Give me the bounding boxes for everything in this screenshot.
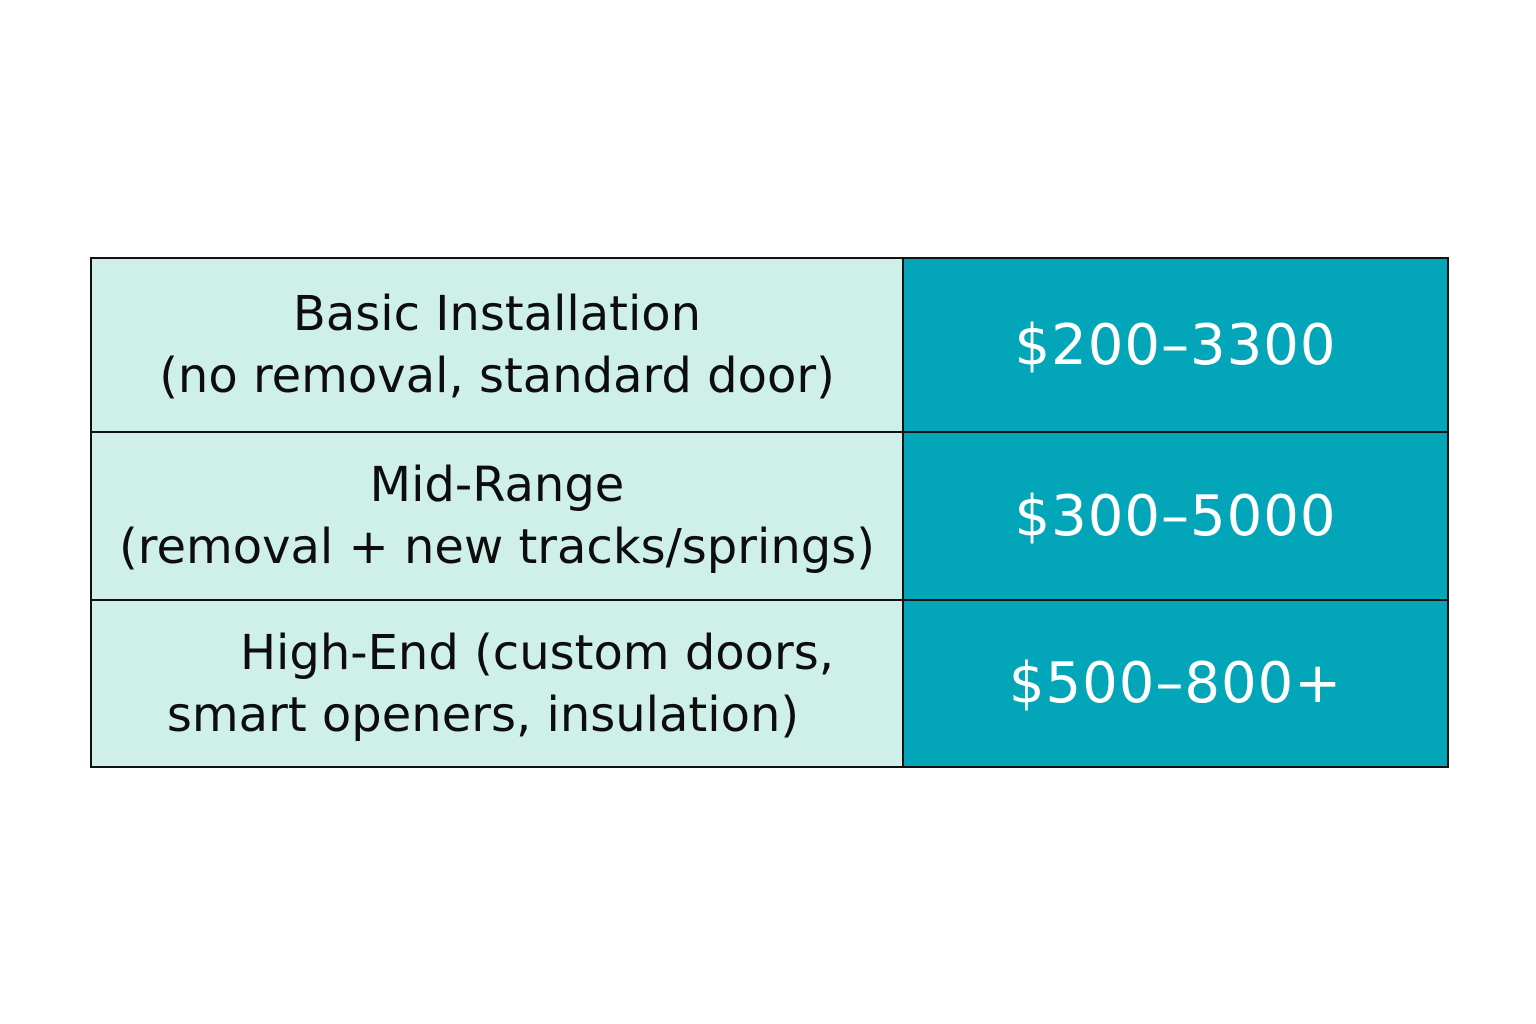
tier-name: Basic Installation	[292, 286, 702, 342]
price-range: $300–5000	[1014, 483, 1337, 549]
tier-details: smart openers, insulation)	[166, 686, 800, 743]
tier-description-cell: High-End (custom doors, smart openers, i…	[90, 599, 904, 768]
tier-description-cell: Basic Installation (no removal, standard…	[90, 257, 904, 433]
table-row: High-End (custom doors, smart openers, i…	[90, 599, 1449, 768]
price-range-cell: $200–3300	[902, 257, 1449, 433]
tier-details: (no removal, standard door)	[159, 348, 835, 404]
tier-description-cell: Mid-Range (removal + new tracks/springs)	[90, 431, 904, 601]
table-row: Mid-Range (removal + new tracks/springs)…	[90, 431, 1449, 601]
tier-details: (removal + new tracks/springs)	[119, 519, 875, 575]
tier-name: High-End (custom doors,	[239, 624, 835, 681]
price-range: $200–3300	[1014, 312, 1337, 378]
price-range: $500–800+	[1008, 651, 1343, 716]
table-row: Basic Installation (no removal, standard…	[90, 257, 1449, 433]
price-range-cell: $300–5000	[902, 431, 1449, 601]
price-range-cell: $500–800+	[902, 599, 1449, 768]
tier-name: Mid-Range	[369, 457, 625, 513]
pricing-table: Basic Installation (no removal, standard…	[90, 257, 1449, 768]
